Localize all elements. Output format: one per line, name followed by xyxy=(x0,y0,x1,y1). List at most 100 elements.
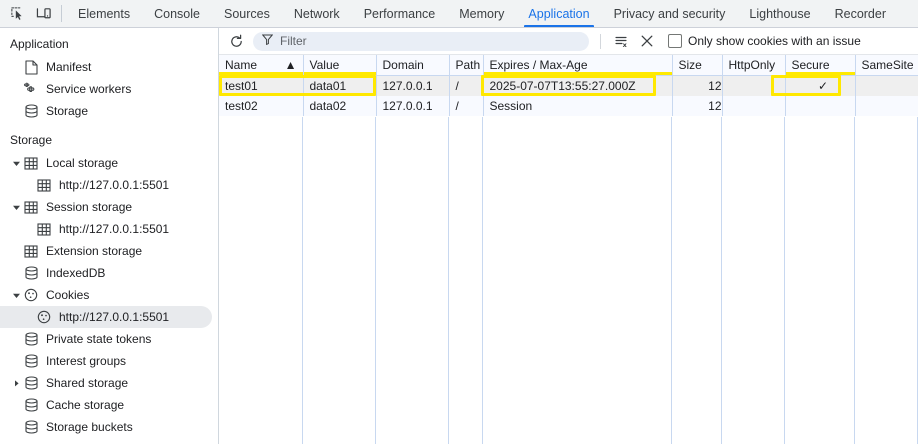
cell-value[interactable]: data01 xyxy=(303,75,377,96)
cell-name[interactable]: test01 xyxy=(219,75,304,96)
chevron-down-icon[interactable] xyxy=(10,157,22,169)
only-show-issues-checkbox[interactable] xyxy=(668,34,682,48)
column-header-domain[interactable]: Domain xyxy=(376,55,450,76)
sidebar-item-interest-groups[interactable]: Interest groups xyxy=(0,350,212,372)
cell-size[interactable]: 12 xyxy=(672,96,723,116)
sidebar-item-local-storage-origin[interactable]: http://127.0.0.1:5501 xyxy=(0,174,212,196)
tab-label: Recorder xyxy=(834,6,887,21)
cookie-icon xyxy=(36,309,52,325)
cell-domain[interactable]: 127.0.0.1 xyxy=(376,75,450,96)
cell-value[interactable]: data02 xyxy=(303,96,377,116)
cell-domain[interactable]: 127.0.0.1 xyxy=(376,96,450,116)
sidebar-item-label: Shared storage xyxy=(46,376,129,390)
database-icon xyxy=(23,331,39,347)
tab-network[interactable]: Network xyxy=(282,0,352,27)
column-header-label: Secure xyxy=(791,58,830,72)
column-header-label: HttpOnly xyxy=(728,58,776,72)
sidebar-item-label: Extension storage xyxy=(46,244,143,258)
cell-httponly[interactable] xyxy=(722,96,786,116)
cell-secure[interactable] xyxy=(785,96,856,116)
sidebar-item-session-storage[interactable]: Session storage xyxy=(0,196,212,218)
chevron-down-icon[interactable] xyxy=(10,289,22,301)
tab-console[interactable]: Console xyxy=(142,0,212,27)
table-icon xyxy=(23,199,39,215)
filter-input[interactable]: Filter xyxy=(253,31,589,51)
sidebar-item-label: Cache storage xyxy=(46,398,125,412)
cell-name[interactable]: test02 xyxy=(219,96,304,116)
sidebar-item-session-storage-origin[interactable]: http://127.0.0.1:5501 xyxy=(0,218,212,240)
grid-line xyxy=(854,117,855,444)
cell-expires[interactable]: Session xyxy=(483,96,673,116)
tab-recorder[interactable]: Recorder xyxy=(823,0,898,27)
chevron-right-icon[interactable] xyxy=(10,377,22,389)
grid-line xyxy=(721,117,722,444)
cookies-toolbar: Filter x Only show cookies with an issue xyxy=(219,28,918,55)
table-header-row: Name ▲ Value Domain Path Expires / Max-A… xyxy=(219,55,918,76)
grid-line xyxy=(482,117,483,444)
cookies-table-container: Name ▲ Value Domain Path Expires / Max-A… xyxy=(219,55,918,444)
database-icon xyxy=(23,103,39,119)
sidebar-item-label: Storage xyxy=(46,104,89,118)
column-header-secure[interactable]: Secure xyxy=(785,55,856,76)
table-row[interactable]: test02 data02 127.0.0.1 / Session 12 xyxy=(219,96,918,116)
tab-privacy-and-security[interactable]: Privacy and security xyxy=(602,0,738,27)
sidebar-item-indexeddb[interactable]: IndexedDB xyxy=(0,262,212,284)
only-show-issues-toggle[interactable]: Only show cookies with an issue xyxy=(668,34,861,48)
cell-path[interactable]: / xyxy=(449,96,484,116)
database-icon xyxy=(23,419,39,435)
cell-size[interactable]: 12 xyxy=(672,75,723,96)
clear-all-cookies-icon[interactable] xyxy=(636,30,658,52)
svg-text:x: x xyxy=(622,41,627,49)
table-row[interactable]: test01 data01 127.0.0.1 / 2025-07-07T13:… xyxy=(219,75,918,96)
chevron-down-icon[interactable] xyxy=(10,201,22,213)
inspect-element-icon[interactable] xyxy=(8,5,26,23)
application-sidebar: Application Manifest Service workers xyxy=(0,28,219,444)
sidebar-item-label: Storage buckets xyxy=(46,420,133,434)
sidebar-item-private-state-tokens[interactable]: Private state tokens xyxy=(0,328,212,350)
device-toolbar-icon[interactable] xyxy=(35,5,53,23)
cookies-table-body: test01 data01 127.0.0.1 / 2025-07-07T13:… xyxy=(219,75,918,116)
column-header-size[interactable]: Size xyxy=(672,55,723,76)
tab-application[interactable]: Application xyxy=(516,0,601,27)
cell-secure[interactable]: ✓ xyxy=(785,75,856,96)
sidebar-item-label: Interest groups xyxy=(46,354,127,368)
column-header-expires[interactable]: Expires / Max-Age xyxy=(483,55,673,76)
sidebar-item-extension-storage[interactable]: Extension storage xyxy=(0,240,212,262)
tab-sources[interactable]: Sources xyxy=(212,0,282,27)
sidebar-item-cache-storage[interactable]: Cache storage xyxy=(0,394,212,416)
tab-elements[interactable]: Elements xyxy=(66,0,142,27)
grid-line xyxy=(375,117,376,444)
cell-samesite[interactable] xyxy=(855,96,918,116)
cell-samesite[interactable] xyxy=(855,75,918,96)
sidebar-item-label: Service workers xyxy=(46,82,132,96)
tab-lighthouse[interactable]: Lighthouse xyxy=(737,0,822,27)
column-header-samesite[interactable]: SameSite xyxy=(855,55,918,76)
sidebar-item-shared-storage[interactable]: Shared storage xyxy=(0,372,212,394)
column-header-label: Size xyxy=(678,58,702,72)
column-header-value[interactable]: Value xyxy=(303,55,377,76)
refresh-icon[interactable] xyxy=(225,30,247,52)
sidebar-item-service-workers[interactable]: Service workers xyxy=(0,78,212,100)
document-icon xyxy=(23,59,39,75)
tab-memory[interactable]: Memory xyxy=(447,0,516,27)
column-header-httponly[interactable]: HttpOnly xyxy=(722,55,786,76)
cell-httponly[interactable] xyxy=(722,75,786,96)
sidebar-item-manifest[interactable]: Manifest xyxy=(0,56,212,78)
filter-placeholder: Filter xyxy=(280,34,307,48)
sidebar-item-cookies-origin[interactable]: http://127.0.0.1:5501 xyxy=(0,306,212,328)
cookies-panel: Filter x Only show cookies with an issue xyxy=(219,28,918,444)
sidebar-item-storage-buckets[interactable]: Storage buckets xyxy=(0,416,212,438)
sidebar-item-cookies[interactable]: Cookies xyxy=(0,284,212,306)
sidebar-item-local-storage[interactable]: Local storage xyxy=(0,152,212,174)
column-header-name[interactable]: Name ▲ xyxy=(219,55,304,76)
cell-expires[interactable]: 2025-07-07T13:55:27.000Z xyxy=(483,75,673,96)
column-header-path[interactable]: Path xyxy=(449,55,484,76)
cell-path[interactable]: / xyxy=(449,75,484,96)
cookies-table: Name ▲ Value Domain Path Expires / Max-A… xyxy=(219,55,918,116)
clear-filtered-cookies-icon[interactable]: x xyxy=(610,30,632,52)
only-show-issues-label: Only show cookies with an issue xyxy=(688,34,861,48)
tab-performance[interactable]: Performance xyxy=(352,0,448,27)
empty-grid-area xyxy=(219,117,918,444)
column-header-label: Value xyxy=(309,58,340,72)
sidebar-item-storage[interactable]: Storage xyxy=(0,100,212,122)
